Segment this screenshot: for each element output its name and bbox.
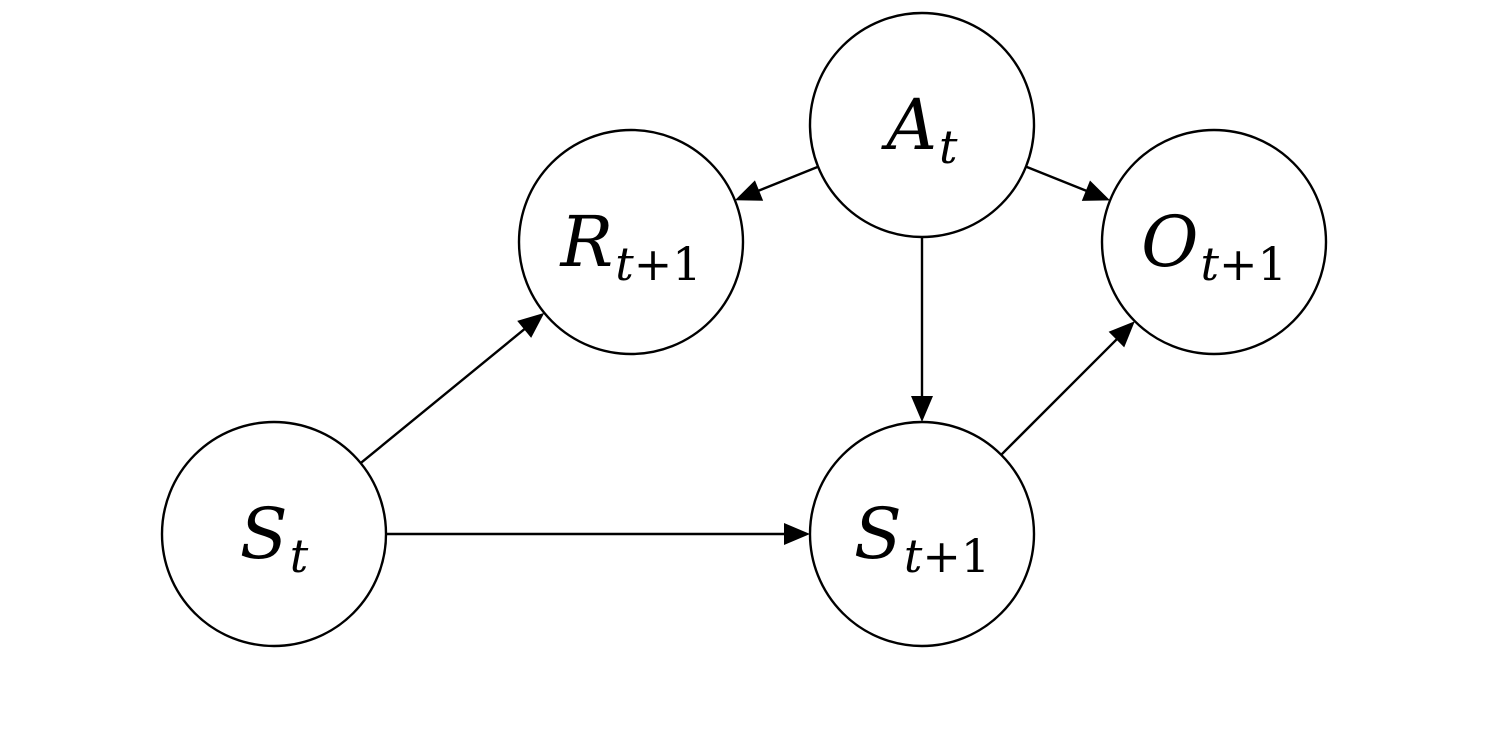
edges-layer [359,165,1135,545]
node-label-main: S [240,493,288,575]
node-circle [1100,128,1328,356]
node-circle [160,420,388,648]
node-label-subscript-var: t [904,529,923,583]
node-circle [808,420,1036,648]
node-label: St [240,493,309,583]
node-label-subscript-var: t [1201,237,1220,291]
arrowhead-icon [911,396,933,422]
node-label-main: S [854,493,902,575]
node-o-tplus1: Ot+1 [1100,128,1328,356]
node-label-main: R [558,201,613,283]
node-label-main: O [1141,201,1198,283]
node-circle [808,11,1036,239]
arrowhead-icon [517,312,545,338]
arrowhead-icon [734,180,764,201]
node-label-subscript-var: t [939,120,958,174]
edge-s-t-to-r-tplus1 [359,312,545,465]
node-label: At [880,84,958,174]
node-label-subscript-var: t [290,529,309,583]
node-label-subscript-rest: +1 [922,529,990,583]
edge-s-t-to-s-tplus1 [386,523,810,545]
node-s-t: St [160,420,388,648]
node-label-subscript-var: t [615,237,634,291]
edge-a-t-to-r-tplus1 [734,165,819,201]
node-label: St+1 [854,493,990,583]
node-a-t: At [808,11,1036,239]
edge-a-t-to-o-tplus1 [1025,165,1111,201]
edge-line [1000,337,1119,456]
edge-line [1025,165,1089,193]
node-label: Ot+1 [1141,201,1287,291]
node-label-subscript-rest: +1 [634,237,702,291]
edge-a-t-to-s-tplus1 [911,237,933,422]
edge-line [359,327,527,465]
node-r-tplus1: Rt+1 [517,128,745,356]
edge-s-tplus1-to-o-tplus1 [1000,321,1135,456]
edge-line [756,165,819,193]
node-circle [517,128,745,356]
node-label-main: A [880,84,937,166]
arrowhead-icon [784,523,810,545]
node-label: Rt+1 [558,201,701,291]
node-label-subscript-rest: +1 [1219,237,1287,291]
node-s-tplus1: St+1 [808,420,1036,648]
arrowhead-icon [1081,180,1111,201]
arrowhead-icon [1108,321,1135,348]
